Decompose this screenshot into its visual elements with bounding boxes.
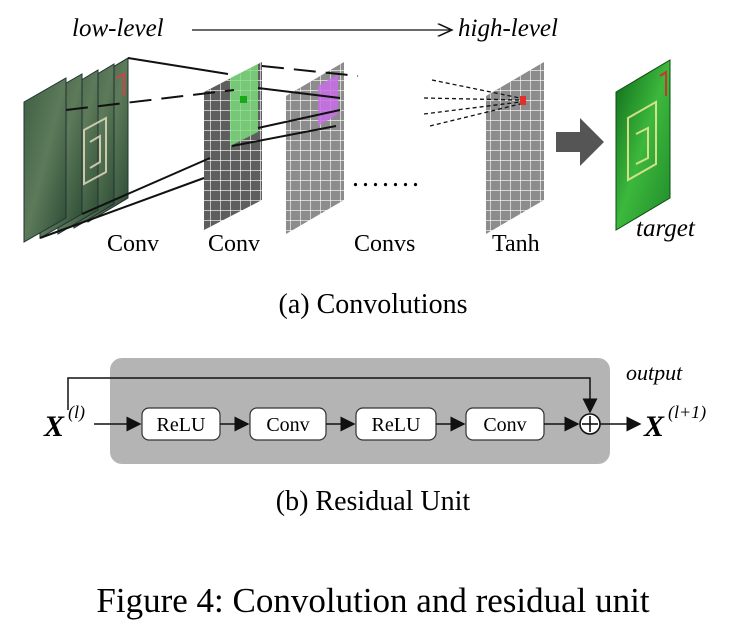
low-level-label: low-level — [72, 15, 164, 42]
skip-connection — [67, 377, 598, 414]
target-map — [615, 59, 671, 231]
block-relu-1-label: ReLU — [157, 414, 206, 436]
input-symbol: X — [43, 410, 65, 443]
block-relu-1: ReLU — [141, 407, 221, 441]
conv2-grid — [286, 62, 344, 234]
input-superscript: (l) — [68, 402, 85, 423]
panel-b: output X (l) ReLU Conv ReLU Conv — [43, 358, 706, 517]
conv2-label: Conv — [208, 231, 260, 257]
block-conv-1: Conv — [249, 407, 327, 441]
connection-lines — [39, 57, 359, 239]
output-superscript: (l+1) — [668, 402, 706, 423]
output-label: output — [626, 360, 683, 385]
block-conv-1-label: Conv — [266, 414, 309, 436]
caption-a: (a) Convolutions — [279, 289, 468, 320]
figure-caption: Figure 4: Convolution and residual unit — [96, 581, 649, 620]
block-conv-2-label: Conv — [483, 414, 526, 436]
block-relu-2: ReLU — [355, 407, 437, 441]
tanh-grid — [486, 62, 544, 234]
layers-ellipsis: ....... — [352, 162, 422, 193]
block-relu-2-label: ReLU — [372, 414, 421, 436]
output-symbol: X — [643, 410, 665, 443]
tanh-receptive-lines — [423, 79, 521, 127]
output-arrow — [556, 118, 604, 166]
convs-label: Convs — [354, 231, 415, 257]
input-maps — [23, 57, 129, 243]
panel-a: low-level high-level — [23, 15, 696, 320]
block-conv-2: Conv — [465, 407, 545, 441]
target-label: target — [636, 215, 696, 242]
tanh-label: Tanh — [492, 231, 540, 257]
high-level-label: high-level — [458, 15, 558, 42]
sum-node-icon — [579, 413, 601, 435]
caption-b: (b) Residual Unit — [276, 486, 471, 517]
conv1-label: Conv — [107, 231, 159, 257]
